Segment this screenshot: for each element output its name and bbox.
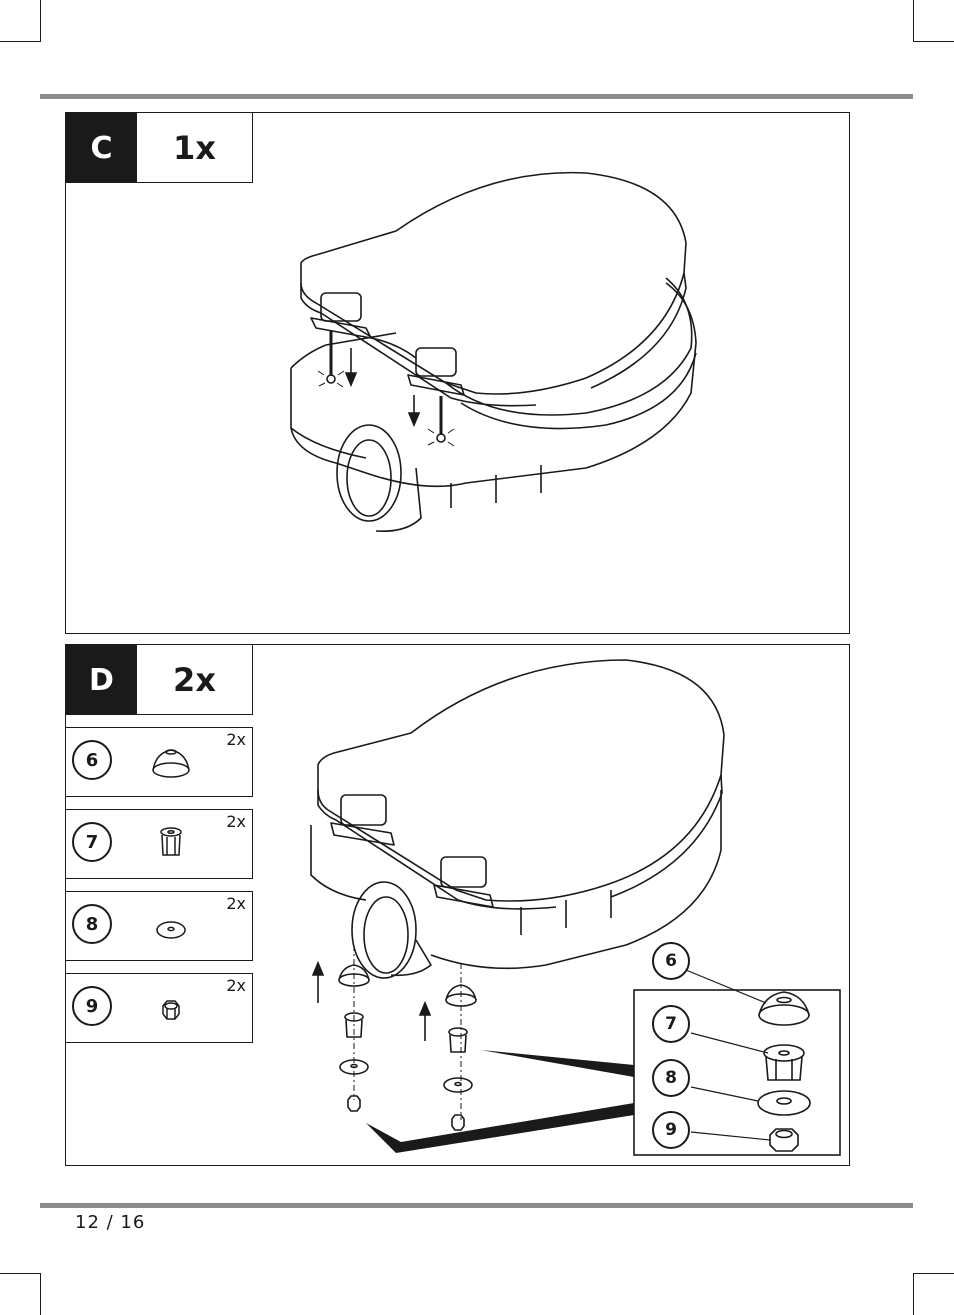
crop-mark-bottom-left-v	[40, 1273, 41, 1315]
step-c-panel: C 1x	[65, 112, 850, 634]
callout-7: 7	[652, 1005, 690, 1043]
crop-mark-bottom-left-h	[0, 1273, 41, 1274]
header-rule	[40, 94, 913, 99]
callout-9: 9	[652, 1111, 690, 1149]
crop-mark-top-right-v	[913, 0, 914, 42]
footer-rule	[40, 1203, 913, 1208]
crop-mark-top-right-h	[913, 41, 954, 42]
step-d-panel: D 2x 6 2x 7 2x 8 2x	[65, 644, 850, 1166]
crop-mark-top-left-v	[40, 0, 41, 42]
crop-mark-bottom-right-v	[913, 1273, 914, 1315]
page-number: 12 / 16	[75, 1212, 145, 1233]
toilet-seat-fixing-illustration	[66, 645, 846, 1160]
callout-6: 6	[652, 942, 690, 980]
toilet-seat-mounting-illustration	[66, 113, 846, 628]
crop-mark-bottom-right-h	[913, 1273, 954, 1274]
callout-8: 8	[652, 1059, 690, 1097]
crop-mark-top-left-h	[0, 41, 41, 42]
